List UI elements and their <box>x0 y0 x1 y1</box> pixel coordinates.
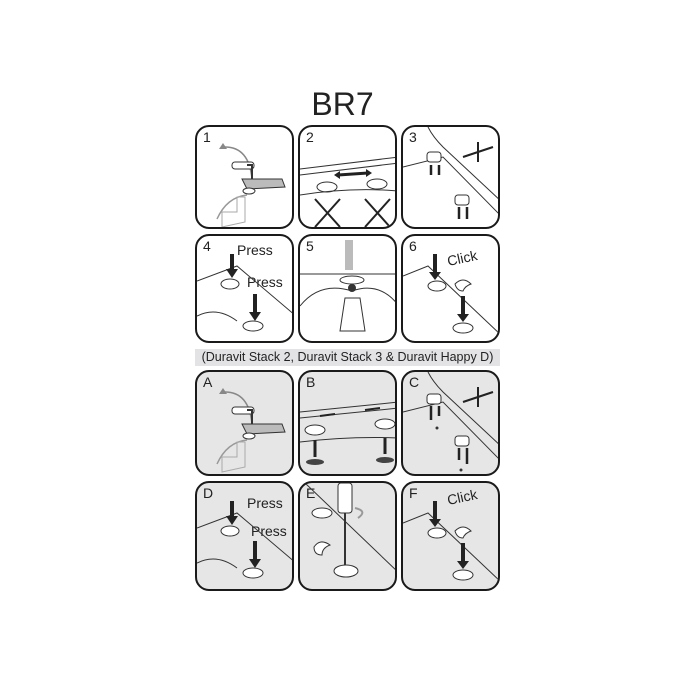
step-panel-6: 6 Click <box>401 234 500 343</box>
screwdriver-illustration <box>304 483 395 578</box>
press-hinge-illustration <box>197 501 292 579</box>
step-panel-c: C <box>401 370 500 476</box>
step-label: 2 <box>306 129 314 145</box>
press-text: Press <box>247 274 283 290</box>
step-label: B <box>306 374 316 390</box>
hinge-removal-illustration <box>216 143 286 227</box>
step-panel-2: 2 <box>298 125 397 229</box>
press-text: Press <box>237 242 273 258</box>
step-label: 3 <box>409 129 417 145</box>
step-label: 6 <box>409 238 417 254</box>
step-panel-a: A <box>195 370 294 476</box>
step-panel-b: B <box>298 370 397 476</box>
step-panel-f: F Click <box>401 481 500 591</box>
step-panel-1: 1 <box>195 125 294 229</box>
model-subtitle: (Duravit Stack 2, Duravit Stack 3 & Dura… <box>195 349 500 366</box>
tighten-bolt-illustration <box>300 240 395 332</box>
press-text: Press <box>247 495 283 511</box>
click-cover-illustration <box>403 501 498 581</box>
step-label: D <box>203 485 214 501</box>
step-label: A <box>203 374 213 390</box>
hinge-fit-illustration <box>300 401 395 465</box>
step-label: 5 <box>306 238 314 254</box>
step-panel-d: D Press Press <box>195 481 294 591</box>
click-cover-illustration <box>403 254 498 334</box>
step-panel-4: 4 Press Press <box>195 234 294 343</box>
step-label: C <box>409 374 420 390</box>
seat-remove-illustration <box>403 127 498 219</box>
step-label: F <box>409 485 418 501</box>
step-label: 1 <box>203 129 211 145</box>
press-hinge-illustration <box>197 254 292 332</box>
press-text: Press <box>251 523 287 539</box>
page-title: BR7 <box>311 86 374 122</box>
step-panel-5: 5 <box>298 234 397 343</box>
step-panel-3: 3 <box>401 125 500 229</box>
hinge-adjust-illustration <box>300 156 395 227</box>
hinge-removal-illustration <box>216 388 286 473</box>
step-panel-e: E <box>298 481 397 591</box>
step-label: E <box>306 485 316 501</box>
step-label: 4 <box>203 238 211 254</box>
seat-remove-illustration <box>403 372 498 472</box>
